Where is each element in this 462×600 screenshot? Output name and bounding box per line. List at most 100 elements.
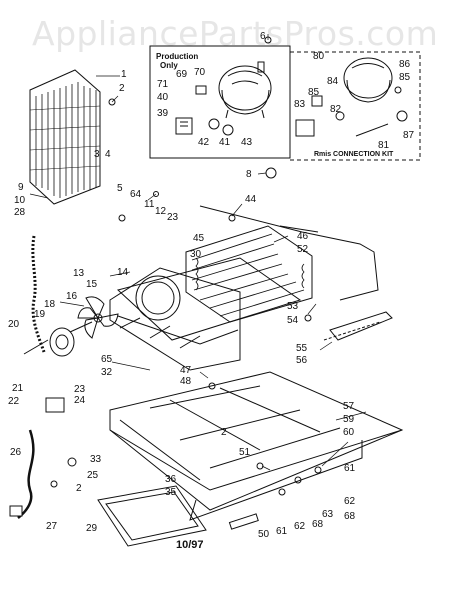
callout-36: 36 xyxy=(165,474,177,485)
callout-12: 12 xyxy=(155,206,167,217)
callout-68b: 68 xyxy=(312,519,324,530)
junction-box xyxy=(45,397,65,413)
callout-85: 85 xyxy=(399,72,411,83)
screw-2 xyxy=(50,480,58,488)
screw-48 xyxy=(208,382,216,390)
callout-65: 65 xyxy=(101,354,113,365)
production-only-box xyxy=(149,45,291,159)
callout-8: 8 xyxy=(246,169,252,180)
tube-50 xyxy=(228,513,259,530)
fan-bracket xyxy=(109,267,241,371)
callout-61b: 61 xyxy=(276,526,288,537)
condenser-fan-motor xyxy=(23,321,93,357)
callout-25: 25 xyxy=(87,470,99,481)
callout-71: 71 xyxy=(157,79,169,90)
power-cord xyxy=(9,429,35,519)
callout-4: 4 xyxy=(105,149,111,160)
callout-52: 52 xyxy=(297,244,309,255)
clip-64 xyxy=(153,191,159,197)
callout-14: 14 xyxy=(117,267,129,278)
callout-20: 20 xyxy=(8,319,20,330)
callout-41: 41 xyxy=(219,137,231,148)
fitting-51 xyxy=(256,462,264,470)
callout-9: 9 xyxy=(18,182,24,193)
valve-44 xyxy=(228,214,236,222)
callout-62a: 62 xyxy=(344,496,356,507)
callout-47: 47 xyxy=(180,365,192,376)
callout-42: 42 xyxy=(198,137,210,148)
clip-11 xyxy=(118,214,126,222)
callout-63: 63 xyxy=(322,509,334,520)
callout-51: 51 xyxy=(239,447,251,458)
callout-86: 86 xyxy=(399,59,411,70)
callout-87: 87 xyxy=(403,130,415,141)
drain-pan xyxy=(97,485,207,547)
grommet-8 xyxy=(265,167,277,179)
compressor-production xyxy=(218,61,272,119)
callout-21: 21 xyxy=(12,383,24,394)
callout-83: 83 xyxy=(294,99,306,110)
callout-3: 3 xyxy=(94,149,100,160)
defrost-drain-tube xyxy=(31,235,46,353)
callout-43: 43 xyxy=(241,137,253,148)
fitting-68 xyxy=(278,488,286,496)
callout-61a: 61 xyxy=(344,463,356,474)
leader-lines xyxy=(29,34,367,471)
callout-39: 39 xyxy=(157,108,169,119)
compressor-service xyxy=(295,57,408,137)
callout-2c: 2 xyxy=(76,483,82,494)
connection-kit-box xyxy=(289,51,421,161)
callout-62b: 62 xyxy=(294,521,306,532)
callout-6: 6 xyxy=(260,31,266,42)
callout-33: 33 xyxy=(90,454,102,465)
callout-85b: 85 xyxy=(308,87,320,98)
callout-23a: 23 xyxy=(167,212,179,223)
callout-5: 5 xyxy=(117,183,123,194)
callout-18: 18 xyxy=(44,299,56,310)
callout-68a: 68 xyxy=(344,511,356,522)
callout-28: 28 xyxy=(14,207,26,218)
callout-60: 60 xyxy=(343,427,355,438)
callout-57: 57 xyxy=(343,401,355,412)
evaporator-coil xyxy=(185,225,313,323)
production-title-line2: Only xyxy=(160,61,178,70)
callout-30: 30 xyxy=(190,249,202,260)
callout-46: 46 xyxy=(297,231,309,242)
callout-84: 84 xyxy=(327,76,339,87)
callout-35: 35 xyxy=(165,487,177,498)
callout-2a: 2 xyxy=(119,83,125,94)
fitting-61 xyxy=(314,466,322,474)
callout-19: 19 xyxy=(34,309,46,320)
callout-50: 50 xyxy=(258,529,270,540)
condenser-fan-blade xyxy=(77,296,119,339)
callout-55: 55 xyxy=(296,343,308,354)
callout-56: 56 xyxy=(296,355,308,366)
drain-trough xyxy=(323,311,393,341)
callout-26: 26 xyxy=(10,447,22,458)
callout-24: 24 xyxy=(74,395,86,406)
callout-80: 80 xyxy=(313,51,325,62)
callout-70: 70 xyxy=(194,67,206,78)
callout-54: 54 xyxy=(287,315,299,326)
callout-11: 11 xyxy=(144,199,155,210)
callout-29: 29 xyxy=(86,523,98,534)
callout-64: 64 xyxy=(130,189,142,200)
fitting-54 xyxy=(304,314,312,322)
callout-82: 82 xyxy=(330,104,342,115)
screw-2-top xyxy=(108,98,116,106)
condenser-coil xyxy=(29,69,101,205)
callout-69: 69 xyxy=(176,69,188,80)
relay-production xyxy=(175,85,234,136)
callout-23b: 23 xyxy=(74,384,86,395)
callout-22: 22 xyxy=(8,396,20,407)
callout-13: 13 xyxy=(73,268,85,279)
drawing-date-code: 10/97 xyxy=(176,539,204,551)
callout-45: 45 xyxy=(193,233,205,244)
callout-59: 59 xyxy=(343,414,355,425)
base-frame xyxy=(109,257,404,521)
callout-27: 27 xyxy=(46,521,58,532)
suction-line xyxy=(199,205,379,301)
callout-81: 81 xyxy=(378,140,390,151)
